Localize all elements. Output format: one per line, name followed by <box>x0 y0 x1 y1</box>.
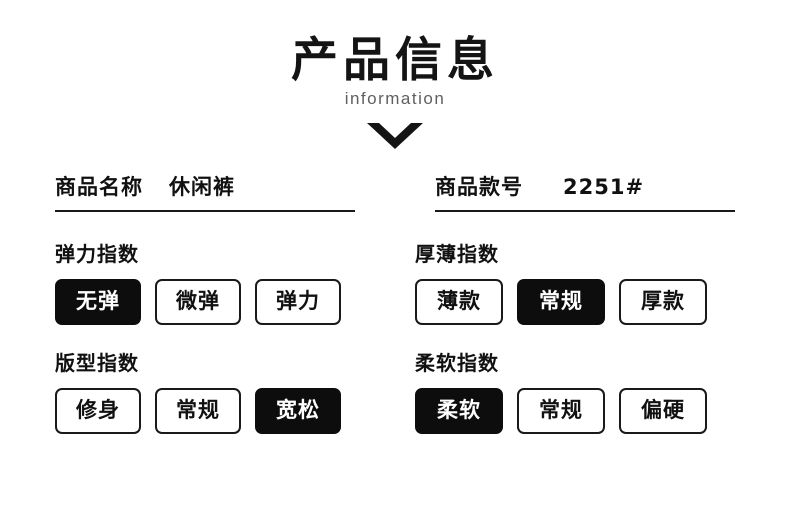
index-groups-grid: 弹力指数 无弹 微弹 弹力 厚薄指数 薄款 常规 厚款 版型指数 修身 常规 宽… <box>0 238 790 434</box>
option-softness-1[interactable]: 常规 <box>517 387 605 434</box>
option-elasticity-2[interactable]: 弹力 <box>255 278 341 325</box>
group-softness-options: 柔软 常规 偏硬 <box>415 387 735 434</box>
group-elasticity-label: 弹力指数 <box>55 243 139 266</box>
option-fit-1[interactable]: 常规 <box>155 387 241 434</box>
group-fit: 版型指数 修身 常规 宽松 <box>55 347 355 434</box>
group-softness-label: 柔软指数 <box>415 352 499 375</box>
option-thickness-1[interactable]: 常规 <box>517 278 605 325</box>
option-fit-0[interactable]: 修身 <box>55 387 141 434</box>
option-fit-2[interactable]: 宽松 <box>255 387 341 434</box>
group-elasticity-options: 无弹 微弹 弹力 <box>55 278 355 325</box>
option-softness-2[interactable]: 偏硬 <box>619 387 707 434</box>
group-softness: 柔软指数 柔软 常规 偏硬 <box>415 347 735 434</box>
option-thickness-0[interactable]: 薄款 <box>415 278 503 325</box>
product-name-value: 休闲裤 <box>169 175 235 199</box>
option-softness-0[interactable]: 柔软 <box>415 387 503 434</box>
option-elasticity-1[interactable]: 微弹 <box>155 278 241 325</box>
product-name-row: 商品名称 休闲裤 商品款号 2251# <box>0 171 790 212</box>
chevron-down-icon <box>0 122 790 149</box>
product-name-field: 商品名称 休闲裤 <box>55 171 355 212</box>
group-thickness-options: 薄款 常规 厚款 <box>415 278 735 325</box>
product-name-label: 商品名称 <box>55 175 143 199</box>
group-fit-label: 版型指数 <box>55 352 139 375</box>
product-style-number-field: 商品款号 2251# <box>435 171 735 212</box>
group-thickness-label: 厚薄指数 <box>415 243 499 266</box>
group-elasticity: 弹力指数 无弹 微弹 弹力 <box>55 238 355 325</box>
page-header: 产品信息 information <box>0 0 790 149</box>
option-elasticity-0[interactable]: 无弹 <box>55 278 141 325</box>
page-title: 产品信息 <box>291 33 499 86</box>
page-subtitle: information <box>344 88 446 108</box>
product-style-number-value: 2251# <box>563 174 645 199</box>
group-thickness: 厚薄指数 薄款 常规 厚款 <box>415 238 735 325</box>
group-fit-options: 修身 常规 宽松 <box>55 387 355 434</box>
product-style-number-label: 商品款号 <box>435 175 523 199</box>
option-thickness-2[interactable]: 厚款 <box>619 278 707 325</box>
